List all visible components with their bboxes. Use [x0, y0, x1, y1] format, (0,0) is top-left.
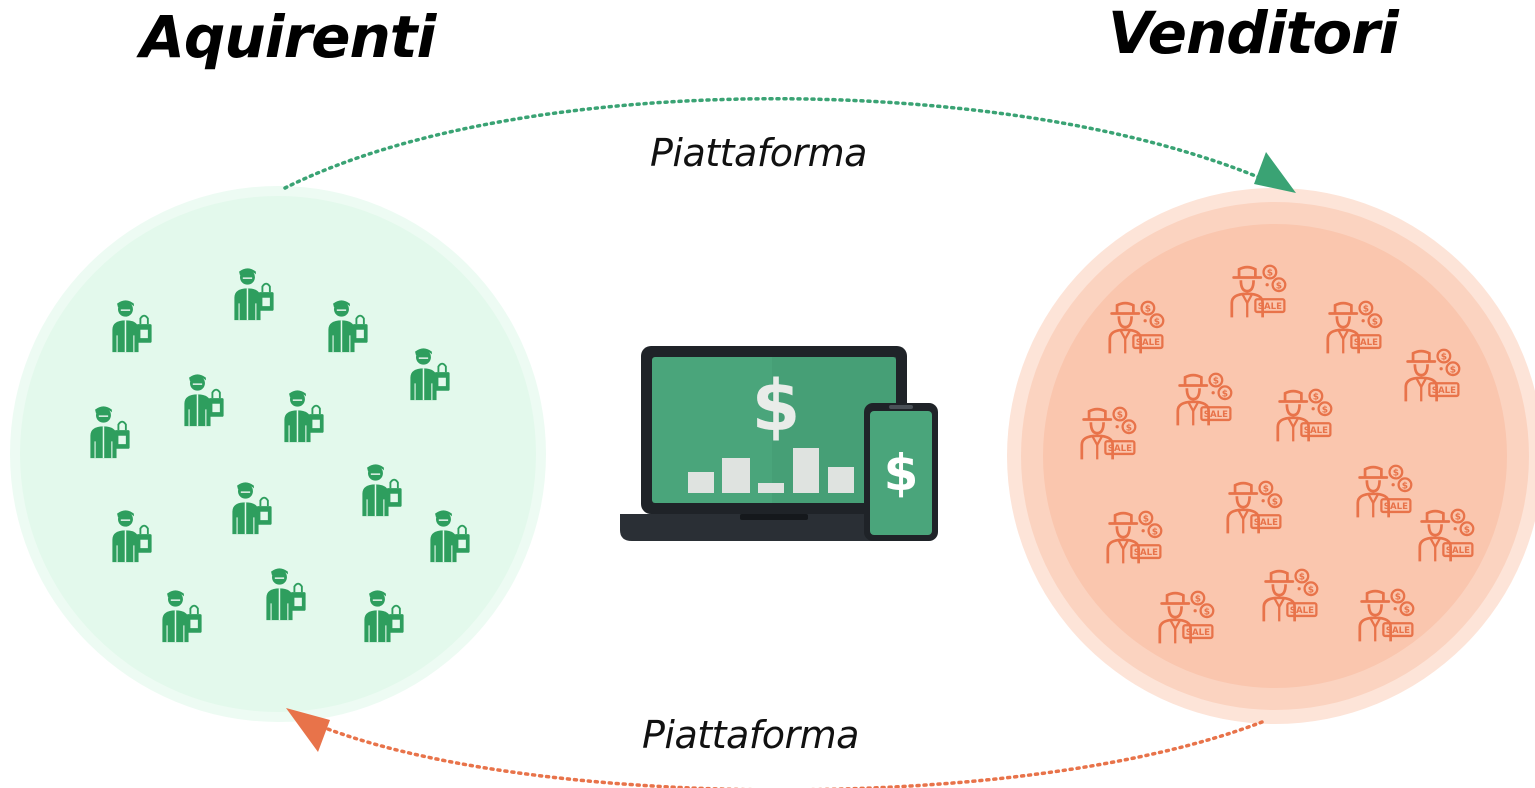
top-arrow-head: [1254, 152, 1296, 193]
buyers-title: Aquirenti: [140, 3, 436, 71]
laptop-base: [620, 514, 928, 541]
sellers-title: Venditori: [1108, 0, 1399, 67]
bottom-arrow-head: [286, 708, 330, 752]
laptop-screen: [652, 357, 896, 503]
top-arrow-label: Piattaforma: [650, 131, 867, 175]
bottom-arrow: [286, 708, 1264, 788]
top-arrow: [283, 97, 1296, 193]
platform-device-icon: $ $: [620, 346, 938, 541]
phone-screen: [870, 411, 932, 535]
bottom-arrow-label: Piattaforma: [642, 713, 859, 757]
phone-dollar-symbol: $: [884, 444, 919, 502]
laptop-dollar-symbol: $: [752, 365, 801, 447]
laptop-bar-chart-icon: [688, 448, 854, 493]
sellers-circle: [1007, 188, 1535, 724]
